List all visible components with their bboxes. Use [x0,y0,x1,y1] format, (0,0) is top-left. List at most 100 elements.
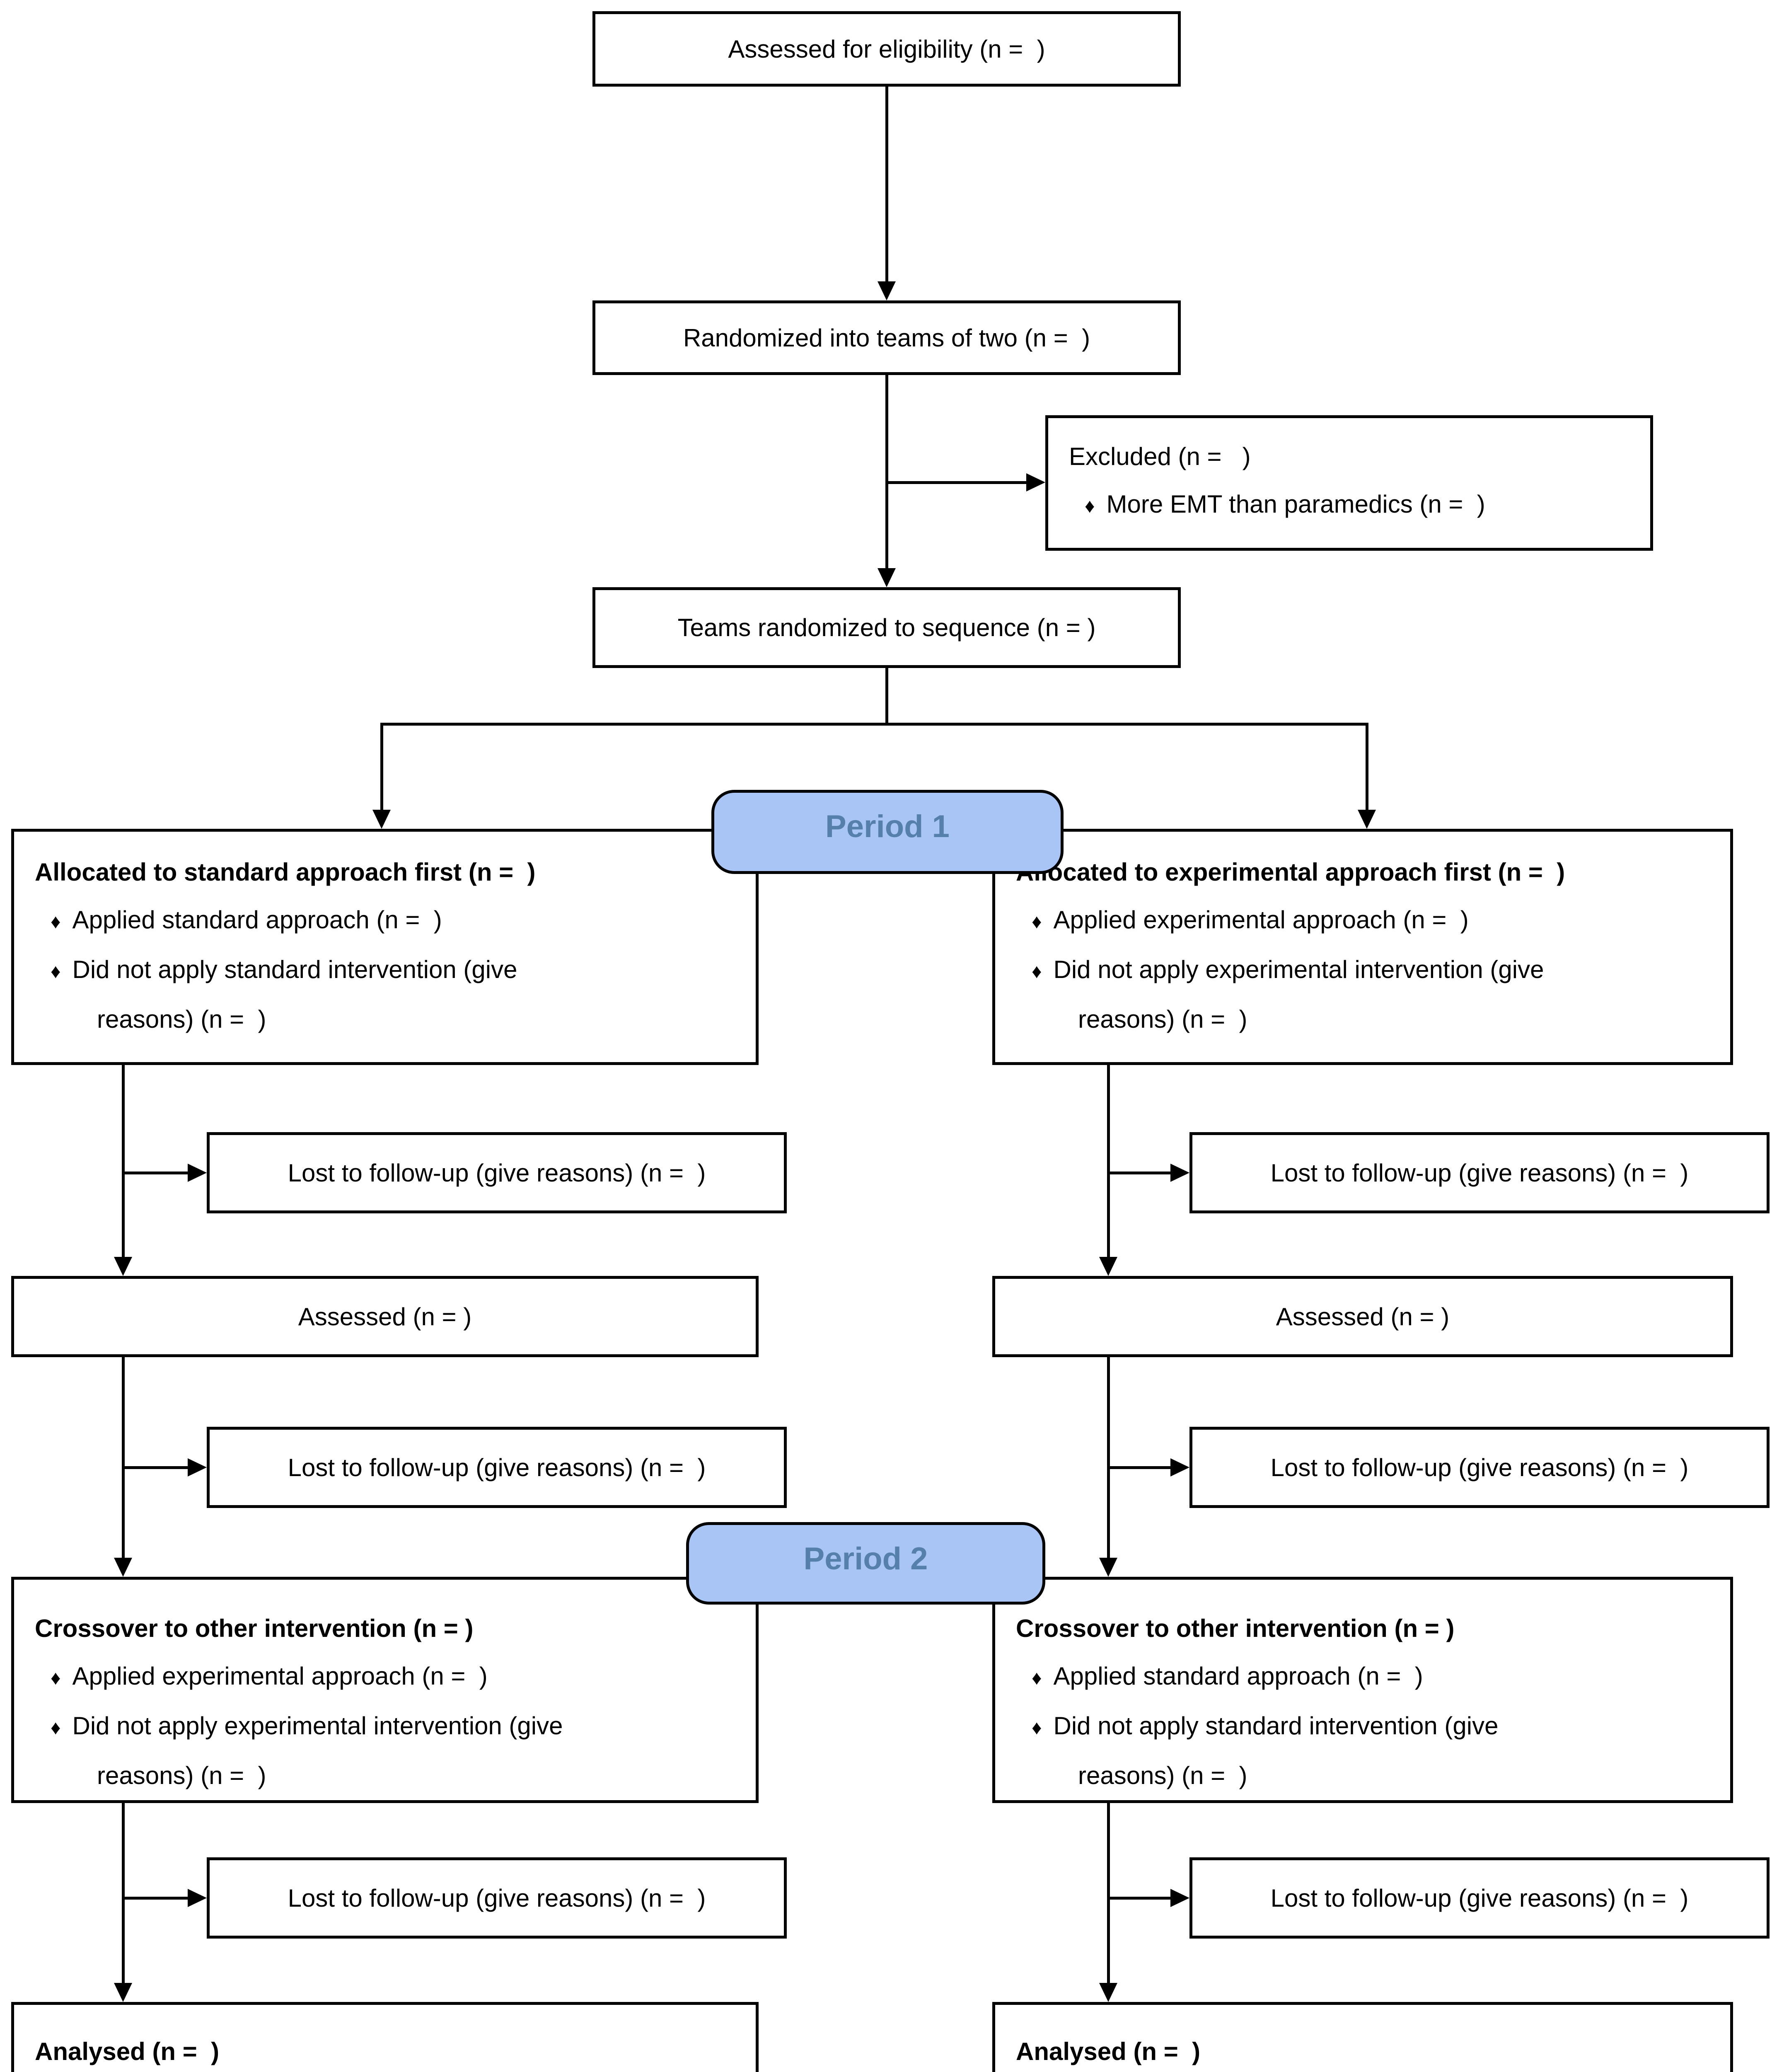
analysed-left-title: Analysed (n = ) [35,2038,220,2065]
alloc-experimental-first-box: Allocated to experimental approach first… [992,829,1733,1065]
randomized-label: Randomized into teams of two (n = ) [683,324,1090,352]
alloc-experimental-first-bullet2-cont: reasons) (n = ) [1078,1005,1247,1033]
connector-allocright-to-assessed [1107,1065,1110,1259]
crossover-left-bullet1: ♦Applied experimental approach (n = ) [35,1652,739,1702]
crossover-left-bullet2-text: Did not apply experimental intervention … [72,1712,563,1740]
arrowhead-analysed-left-icon [114,1983,132,2002]
bullet-diamond-icon: ♦ [1032,1717,1042,1739]
lost-followup-label: Lost to follow-up (give reasons) (n = ) [288,1884,706,1912]
lost-followup-label: Lost to follow-up (give reasons) (n = ) [1270,1159,1689,1187]
alloc-standard-first-box: Allocated to standard approach first (n … [11,829,759,1065]
arrowhead-lost1-right-icon [1170,1164,1189,1182]
alloc-experimental-first-bullet2: ♦ Did not apply experimental intervention… [1016,946,1714,995]
crossover-left-bullet2: ♦ Did not apply experimental intervention… [35,1702,739,1752]
lost-followup-label: Lost to follow-up (give reasons) (n = ) [288,1159,706,1187]
connector-crossoverright-to-analysed [1107,1803,1110,1985]
sequence-box: Teams randomized to sequence (n = ) [592,587,1181,668]
connector-assessedleft-to-crossover [122,1357,125,1559]
connector-split-left [380,723,383,811]
alloc-standard-first-bullet2-cont: reasons) (n = ) [97,1005,266,1033]
lost-followup-box-left-3: Lost to follow-up (give reasons) (n = ) [207,1857,787,1939]
bullet-diamond-icon: ♦ [1032,1667,1042,1689]
assessed-box-right: Assessed (n = ) [992,1276,1733,1357]
connector-lost2-left [122,1466,189,1469]
period-2-label: Period 2 [803,1541,928,1576]
connector-eligibility-to-randomized [885,87,888,283]
arrowhead-excluded-icon [1026,473,1045,491]
lost-followup-label: Lost to follow-up (give reasons) (n = ) [288,1453,706,1481]
eligibility-label: Assessed for eligibility (n = ) [728,35,1045,63]
crossover-box-left: Crossover to other intervention (n = ) ♦… [11,1577,759,1803]
lost-followup-label: Lost to follow-up (give reasons) (n = ) [1270,1884,1689,1912]
excluded-bullet: ♦ More EMT than paramedics (n = ) [1069,480,1634,530]
arrowhead-analysed-right-icon [1099,1983,1117,2002]
crossover-box-right: Crossover to other intervention (n = ) ♦… [992,1577,1733,1803]
crossover-right-bullet2: ♦ Did not apply standard intervention (gi… [1016,1702,1714,1752]
analysed-box-left: Analysed (n = ) ♦Excluded from analysis … [11,2002,759,2072]
lost-followup-box-left-1: Lost to follow-up (give reasons) (n = ) [207,1132,787,1213]
connector-split-right [1366,723,1368,811]
period-1-badge: Period 1 [711,790,1064,874]
arrowhead-lost1-left-icon [188,1164,207,1182]
arrowhead-lost3-right-icon [1170,1889,1189,1907]
connector-randomized-to-sequence [885,375,888,569]
connector-allocleft-to-assessed [122,1065,125,1259]
alloc-standard-first-bullet2: ♦ Did not apply standard intervention (gi… [35,946,739,995]
arrowhead-lost2-left-icon [188,1458,207,1477]
excluded-bullet-text: More EMT than paramedics (n = ) [1106,490,1485,518]
assessed-box-left: Assessed (n = ) [11,1276,759,1357]
alloc-experimental-first-bullet1-text: Applied experimental approach (n = ) [1053,906,1469,934]
crossover-left-bullet2-cont: reasons) (n = ) [97,1762,266,1789]
randomized-box: Randomized into teams of two (n = ) [592,300,1181,375]
arrowhead-assessed-right-icon [1099,1257,1117,1276]
connector-assessedright-to-crossover [1107,1357,1110,1559]
alloc-standard-first-title: Allocated to standard approach first (n … [35,858,536,886]
bullet-diamond-icon: ♦ [51,1667,61,1689]
alloc-standard-first-bullet1-text: Applied standard approach (n = ) [72,906,442,934]
analysed-box-right: Analysed (n = ) ♦Excluded from analysis … [992,2002,1733,2072]
alloc-experimental-first-bullet2-text: Did not apply experimental intervention … [1053,956,1544,983]
analysed-right-title: Analysed (n = ) [1016,2038,1201,2065]
bullet-diamond-icon: ♦ [51,1717,61,1739]
alloc-standard-first-bullet2-text: Did not apply standard intervention (giv… [72,956,517,983]
arrowhead-alloc-right-icon [1358,810,1376,829]
lost-followup-label: Lost to follow-up (give reasons) (n = ) [1270,1453,1689,1481]
lost-followup-box-right-1: Lost to follow-up (give reasons) (n = ) [1189,1132,1770,1213]
crossover-right-title: Crossover to other intervention (n = ) [1016,1615,1455,1642]
arrowhead-crossover-right-icon [1099,1558,1117,1577]
excluded-line1: Excluded (n = ) [1069,443,1251,470]
connector-lost1-right [1107,1172,1172,1174]
connector-lost2-right [1107,1466,1172,1469]
bullet-diamond-icon: ♦ [51,911,61,933]
lost-followup-box-left-2: Lost to follow-up (give reasons) (n = ) [207,1427,787,1508]
crossover-right-bullet1: ♦ Applied standard approach (n = ) [1016,1652,1714,1702]
connector-lost1-left [122,1172,189,1174]
connector-split [380,723,1368,726]
connector-sequence-down [885,668,888,726]
arrowhead-alloc-left-icon [372,810,391,829]
assessed-label: Assessed (n = ) [1276,1302,1450,1331]
alloc-experimental-first-bullet1: ♦ Applied experimental approach (n = ) [1016,896,1714,946]
period-1-label: Period 1 [825,809,950,844]
crossover-left-title: Crossover to other intervention (n = ) [35,1615,474,1642]
alloc-experimental-first-title: Allocated to experimental approach first… [1016,858,1565,886]
lost-followup-box-right-3: Lost to follow-up (give reasons) (n = ) [1189,1857,1770,1939]
connector-lost3-right [1107,1897,1172,1900]
crossover-right-bullet1-text: Applied standard approach (n = ) [1053,1662,1423,1690]
excluded-box: Excluded (n = ) ♦ More EMT than paramedic… [1045,415,1653,551]
bullet-diamond-icon: ♦ [1032,961,1042,983]
bullet-diamond-icon: ♦ [1032,911,1042,933]
eligibility-box: Assessed for eligibility (n = ) [592,11,1181,87]
crossover-right-bullet2-cont: reasons) (n = ) [1078,1762,1247,1789]
connector-crossoverleft-to-analysed [122,1803,125,1985]
connector-lost3-left [122,1897,189,1900]
arrowhead-crossover-left-icon [114,1558,132,1577]
arrowhead-lost3-left-icon [188,1889,207,1907]
arrowhead-sequence-icon [878,568,896,587]
crossover-right-bullet2-text: Did not apply standard intervention (giv… [1053,1712,1499,1740]
bullet-diamond-icon: ♦ [51,961,61,983]
alloc-standard-first-bullet1: ♦ Applied standard approach (n = ) [35,896,739,946]
period-2-badge: Period 2 [686,1522,1045,1605]
bullet-diamond-icon: ♦ [1085,495,1095,517]
